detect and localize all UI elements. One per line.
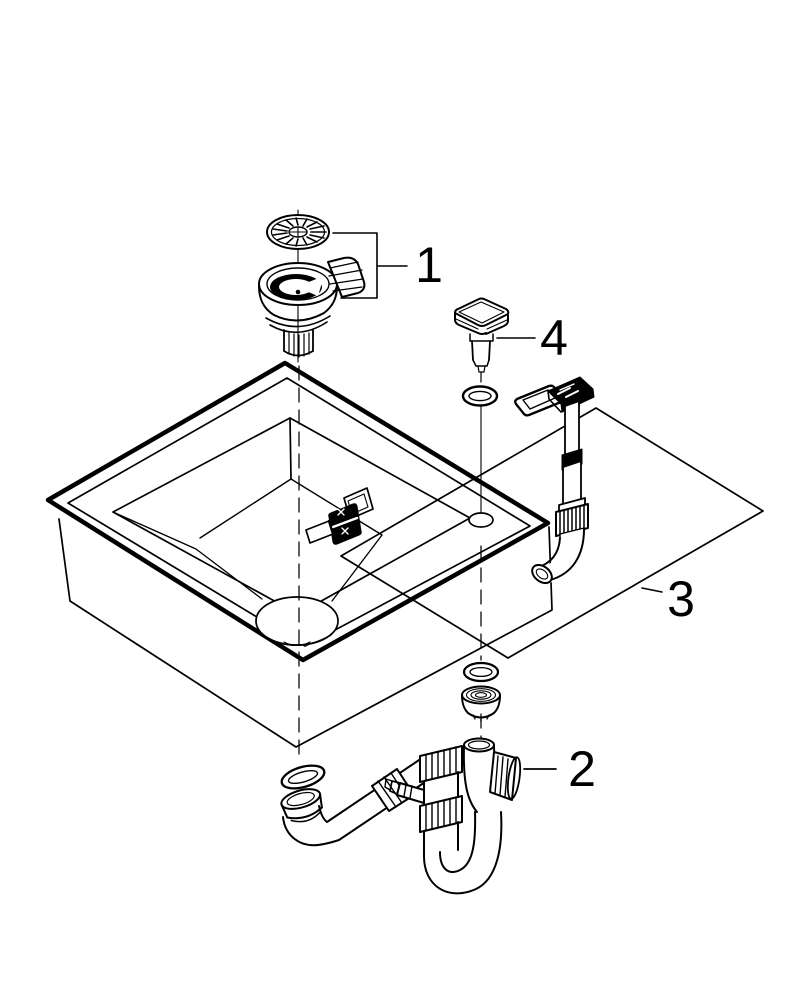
overflow-pipe-assembly: 3 [514, 376, 695, 627]
tee-nut [419, 745, 463, 783]
sink-outer-rim [45, 360, 551, 663]
callout-1-label: 1 [415, 237, 443, 293]
deck-knob-hole [468, 512, 494, 528]
callout-3-label: 3 [667, 571, 695, 627]
strainer-side-nut [327, 256, 366, 298]
trap-body [384, 742, 463, 862]
trap-o-ring [280, 764, 326, 790]
callout-4-label: 4 [540, 310, 568, 366]
overflow-riser-pipe [558, 401, 586, 515]
callout-1-bracket [332, 232, 408, 299]
sink-basin [45, 360, 553, 748]
knob-stem [469, 333, 494, 383]
clamp-plate [328, 503, 362, 545]
callout-2: 2 [523, 741, 596, 797]
trap-assembly: 2 [280, 737, 596, 895]
overflow-plane [340, 407, 764, 659]
callout-1: 1 [332, 232, 443, 299]
sink-inner-rim [67, 377, 531, 647]
trap-outlet-elbow [462, 737, 522, 813]
overflow-hole-and-clamp [305, 487, 374, 545]
strainer-body [258, 256, 366, 358]
union-o-ring [462, 661, 500, 683]
lower-nut [419, 795, 463, 833]
callout-4: 4 [496, 310, 568, 366]
trap-u-bend [422, 811, 503, 895]
overflow-knob: 4 [454, 297, 568, 407]
overflow-elbow [531, 528, 585, 584]
outlet-nut [489, 751, 517, 801]
union-nut [461, 685, 501, 723]
strainer-cap [266, 214, 330, 250]
overflow-union-nut [461, 661, 501, 723]
callout-2-label: 2 [568, 741, 596, 797]
strainer-assembly: 1 [258, 209, 443, 363]
trap-inlet-cup [280, 788, 340, 847]
callout-3-leader [641, 587, 663, 593]
knob-cap [454, 297, 510, 335]
knob-o-ring [461, 385, 499, 407]
